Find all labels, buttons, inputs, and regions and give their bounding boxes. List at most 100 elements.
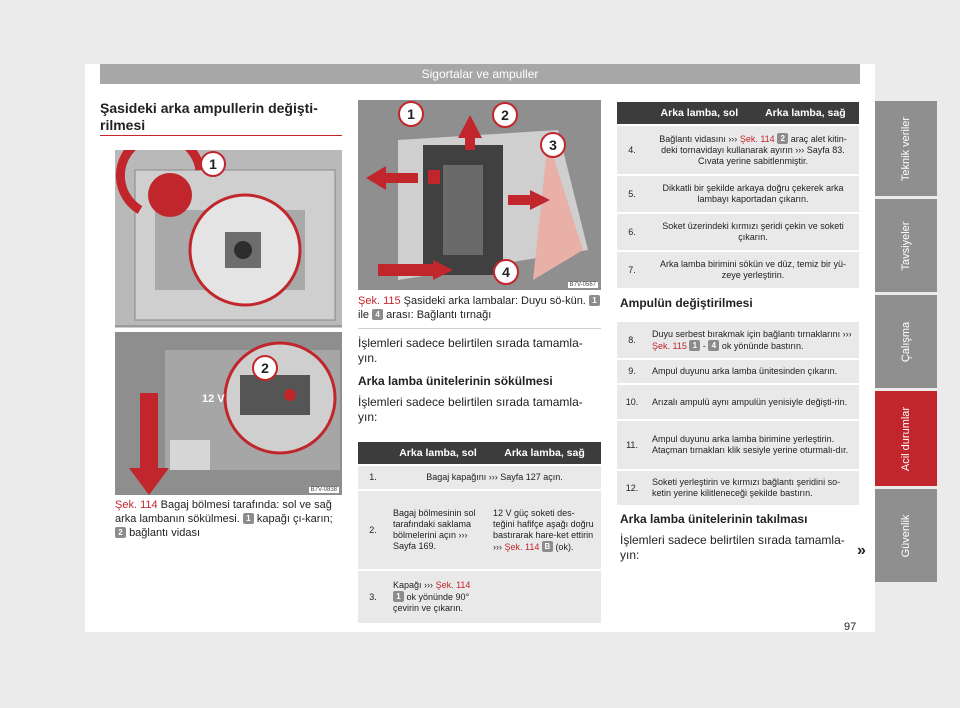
ref-arrows: ›››: [488, 472, 498, 482]
table-row: 6. Soket üzerindeki kırmızı şeridi çekin…: [617, 214, 859, 250]
continue-arrow[interactable]: »: [857, 542, 866, 559]
caption-ref[interactable]: Şek. 114: [115, 499, 158, 511]
tab-label: Güvenlik: [900, 514, 912, 557]
intro-text: İşlemleri sadece belirtilen sırada tamam…: [358, 336, 583, 365]
table-row: 10. Arızalı ampulü aynı ampulün yenisiyl…: [617, 385, 859, 419]
callout-115-3: 3: [549, 137, 557, 153]
tab-calisma[interactable]: Çalışma: [875, 295, 937, 388]
caption-text-1: Bagaj bölmesi tarafında: sol ve sağ arka…: [115, 499, 332, 525]
table-row: 2. Bagaj bölmesinin sol tarafındaki sakl…: [358, 491, 601, 569]
row-text: ok yönünde 90° çevirin ve çıkarın.: [393, 592, 470, 613]
row-number: 4.: [617, 126, 647, 174]
figure-115-caption: Şek. 115 Şasideki arka lambalar: Duyu sö…: [358, 294, 601, 322]
table-row: 11. Ampul duyunu arka lamba birimine yer…: [617, 421, 859, 469]
intro-text-2: İşlemleri sadece belirtilen sırada tamam…: [358, 395, 583, 424]
badge-1: 1: [393, 591, 404, 602]
badge-4: 4: [372, 309, 384, 320]
row-text: Soketi yerleştirin ve kırmızı bağlantı ş…: [647, 471, 859, 505]
badge-2: 2: [777, 133, 789, 144]
figure-114-illustration: 1 12 V 2: [115, 150, 342, 495]
callout-a-1: 1: [209, 156, 217, 172]
row-text: Duyu serbest bırakmak için bağlantı tırn…: [652, 328, 841, 339]
steps-table-1: Arka lamba, sol Arka lamba, sağ 1. Bagaj…: [358, 440, 601, 625]
steps-table-2: Arka lamba, sol Arka lamba, sağ 4. Bağla…: [617, 100, 859, 290]
row-text: Sayfa 169.: [393, 541, 437, 551]
table-row: 8. Duyu serbest bırakmak için bağlantı t…: [617, 322, 859, 358]
tab-tavsiyeler[interactable]: Tavsiyeler: [875, 199, 937, 292]
badge-2: 2: [115, 527, 126, 538]
row-text: Soket üzerindeki kırmızı şeridi çekin ve…: [647, 214, 859, 250]
badge-4: 4: [708, 339, 720, 351]
figure-115-illustration: 1 2 3 4: [358, 100, 601, 290]
caption-mid: ile: [358, 309, 370, 321]
heading-rule: [100, 135, 342, 136]
tab-acil-durumlar[interactable]: Acil durumlar: [875, 391, 937, 486]
row-text: Bağlantı vidasını: [659, 134, 726, 144]
tab-label: Tavsiyeler: [900, 221, 912, 270]
row-text: Bagaj kapağını: [426, 472, 487, 482]
row-number: 6.: [617, 214, 647, 250]
subheading-install: Arka lamba ünitelerinin takılması: [620, 512, 808, 526]
figure-code: B7V-0838: [308, 487, 339, 493]
figure-114: A B 1 12 V 2 B7V-0838: [115, 150, 342, 495]
intro-text-3: İşlemleri sadece belirtilen sırada tamam…: [620, 533, 845, 562]
row-text: Arka lamba birimini sökün ve düz, temiz …: [647, 252, 859, 288]
badge-1: 1: [689, 339, 701, 351]
ref-arrows: ›››: [458, 530, 468, 540]
caption-text-1: Şasideki arka lambalar: Duyu sö-kün.: [403, 295, 586, 307]
table-row: 7. Arka lamba birimini sökün ve düz, tem…: [617, 252, 859, 288]
label-12v: 12 V: [202, 393, 225, 405]
row-number: 8.: [617, 322, 647, 358]
subheading: Arka lamba ünitelerinin sökülmesi: [358, 374, 553, 388]
callout-115-4: 4: [502, 264, 510, 280]
caption-text-2: arası: Bağlantı tırnağı: [386, 309, 492, 321]
tab-label: Çalışma: [900, 321, 912, 362]
figure-115: 1 2 3 4 B7V-0567: [358, 100, 601, 290]
figure-ref[interactable]: Şek. 114: [435, 580, 471, 590]
row-text: Bagaj bölmesinin sol tarafındaki saklama…: [393, 508, 476, 540]
figure-ref[interactable]: Şek. 115: [652, 340, 687, 351]
figure-114-caption: Şek. 114 Bagaj bölmesi tarafında: sol ve…: [115, 498, 342, 540]
tab-label: Teknik veriler: [900, 116, 912, 181]
tab-guvenlik[interactable]: Güvenlik: [875, 489, 937, 582]
table-row: 4. Bağlantı vidasını ››› Şek. 114 2 araç…: [617, 126, 859, 174]
figure-code: B7V-0567: [567, 282, 598, 288]
row-text: 12 V güç soketi des-teğini hafifçe aşağı…: [493, 507, 594, 540]
table-row: 9. Ampul duyunu arka lamba ünitesinden ç…: [617, 360, 859, 383]
badge-b: B: [541, 540, 553, 552]
callout-115-1: 1: [407, 106, 415, 122]
steps-table-3: 8. Duyu serbest bırakmak için bağlantı t…: [617, 320, 859, 507]
section-heading: Şasideki arka ampullerin değişti-rilmesi: [100, 100, 318, 133]
tab-teknik-veriler[interactable]: Teknik veriler: [875, 101, 937, 196]
row-text: Arızalı ampulü aynı ampulün yenisiyle de…: [647, 385, 859, 419]
ref-arrows: ›››: [842, 328, 852, 339]
ref-arrows: ›››: [728, 134, 738, 144]
row-number: 3.: [358, 571, 388, 623]
subheading-bulb: Ampulün değiştirilmesi: [620, 296, 753, 310]
badge-1: 1: [242, 513, 254, 524]
ref-arrows: ›››: [795, 145, 805, 155]
col-left-header: Arka lamba, sol: [647, 102, 752, 124]
row-text: -: [702, 340, 706, 351]
row-text: araç alet kitin-deki tornavidayı kullana…: [661, 134, 847, 155]
figure-ref[interactable]: Şek. 114: [504, 541, 540, 552]
row-text: Ampul duyunu arka lamba birimine yerleşt…: [647, 421, 859, 469]
row-text: Kapağı: [393, 580, 422, 590]
col-right-header: Arka lamba, sağ: [488, 442, 601, 464]
section-header: Sigortalar ve ampuller: [100, 64, 860, 84]
caption-ref[interactable]: Şek. 115: [358, 295, 401, 307]
row-number: 1.: [358, 466, 388, 489]
table-row: 12. Soketi yerleştirin ve kırmızı bağlan…: [617, 471, 859, 505]
caption-text-3: bağlantı vidası: [129, 527, 200, 539]
figure-ref[interactable]: Şek. 114: [739, 134, 775, 144]
row-text: Sayfa 127 açın.: [500, 472, 563, 482]
badge-1: 1: [588, 295, 600, 306]
row-text: ok yönünde bastırın.: [721, 340, 804, 351]
row-number: 10.: [617, 385, 647, 419]
row-number: 9.: [617, 360, 647, 383]
callout-b-2: 2: [261, 360, 269, 376]
row-text: Sayfa 83. Cıvata yerine sabitlenmiştir.: [697, 145, 845, 166]
col-left-header: Arka lamba, sol: [388, 442, 489, 464]
divider: [358, 328, 601, 329]
table-row: 1. Bagaj kapağını ››› Sayfa 127 açın.: [358, 466, 601, 489]
